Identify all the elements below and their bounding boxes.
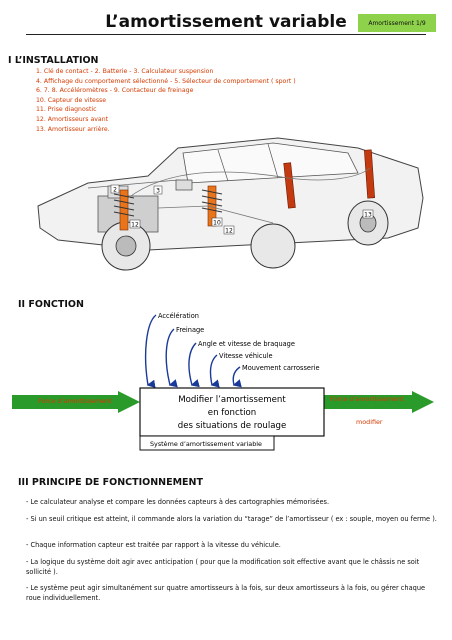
label-box <box>153 185 163 195</box>
car-label: 3 <box>156 188 160 195</box>
label-box <box>362 209 374 219</box>
function-box-line: des situations de roulage <box>178 421 287 431</box>
input-label-carrosserie: Mouvement carrosserie <box>242 364 320 372</box>
front-wheel-hub <box>115 235 137 257</box>
legend-item: 11. Prise diagnostic <box>36 106 97 114</box>
rear-shock-absorber <box>364 149 375 199</box>
paragraph: - Le calculateur analyse et compare les … <box>26 498 330 506</box>
page-badge: Amortissement 1/9 <box>358 14 436 32</box>
system-caption-box <box>139 435 275 451</box>
wiring-harness <box>127 167 371 199</box>
car-label: 12 <box>131 222 139 229</box>
legend-item: 1. Clé de contact - 2. Batterie - 3. Cal… <box>36 68 214 75</box>
system-caption: Système d’amortissement variable <box>150 440 262 448</box>
wiring-harness <box>157 205 274 224</box>
suspension-calculator <box>175 179 193 191</box>
left-force-label: Force d’amortissement <box>38 397 112 405</box>
label-box <box>110 184 120 194</box>
right-force-label-modifier: modifier <box>356 418 383 426</box>
label-box <box>129 219 141 229</box>
input-label-vitesse: Vitesse véhicule <box>219 352 273 360</box>
input-arrow <box>188 342 200 388</box>
car-installation-illustration: 2 3 10 12 12 13 <box>37 137 424 271</box>
car-label: 2 <box>113 187 117 194</box>
function-box <box>139 387 325 437</box>
input-arrow <box>232 366 242 388</box>
legend-item: 4. Affichage du comportement sélectionné… <box>36 77 296 85</box>
car-label: 10 <box>213 220 221 227</box>
input-arrow <box>209 354 220 388</box>
right-force-label: Force d’amortissement <box>330 395 404 403</box>
legend-item: 10. Capteur de vitesse <box>36 96 107 104</box>
input-label-braquage: Angle et vitesse de braquage <box>198 340 295 348</box>
input-arrow <box>165 328 178 388</box>
legend-item: 6. 7. 8. Accéléromètres - 9. Contacteur … <box>36 87 194 95</box>
function-box-line: Modifier l’amortissement <box>178 395 286 405</box>
label-box <box>223 225 235 235</box>
left-green-arrow <box>12 391 140 413</box>
window-pillar <box>217 149 229 182</box>
paragraph: - Le système peut agir simultanément sur… <box>26 584 426 603</box>
input-arrow <box>144 314 157 388</box>
paragraph: - Chaque information capteur est traitée… <box>26 541 281 549</box>
input-label-freinage: Freinage <box>176 326 204 334</box>
label-box <box>211 217 223 227</box>
function-box-line: en fonction <box>208 408 256 418</box>
car-label: 12 <box>225 228 233 235</box>
front-spring <box>113 193 135 217</box>
paragraph: - Si un seuil critique est atteint, il c… <box>26 515 437 523</box>
front-shock-absorber <box>119 189 129 231</box>
section-principe-heading: III PRINCIPE DE FONCTIONNEMENT <box>18 477 203 488</box>
window-pillar <box>267 143 279 179</box>
car-windows <box>182 142 359 184</box>
section-fonction-heading: II FONCTION <box>18 299 84 310</box>
rear-shock-absorber <box>283 162 296 209</box>
section-installation-heading: I L’INSTALLATION <box>8 55 99 66</box>
paragraph: - La logique du système doit agir avec a… <box>26 558 420 577</box>
component-legend: 1. Clé de contact - 2. Batterie - 3. Cal… <box>36 67 296 134</box>
function-diagram: Accélération Freinage Angle et vitesse d… <box>12 312 434 451</box>
input-label-acceleration: Accélération <box>158 312 199 320</box>
right-green-arrow <box>322 391 434 413</box>
front-right-wheel <box>250 223 296 269</box>
legend-item: 12. Amortisseurs avant <box>36 115 109 123</box>
front-spring <box>201 189 223 213</box>
title-underline <box>26 34 426 35</box>
legend-item: 13. Amortisseur arrière. <box>36 125 110 133</box>
page-title: L’amortissement variable <box>105 12 347 32</box>
car-label: 13 <box>364 212 372 219</box>
